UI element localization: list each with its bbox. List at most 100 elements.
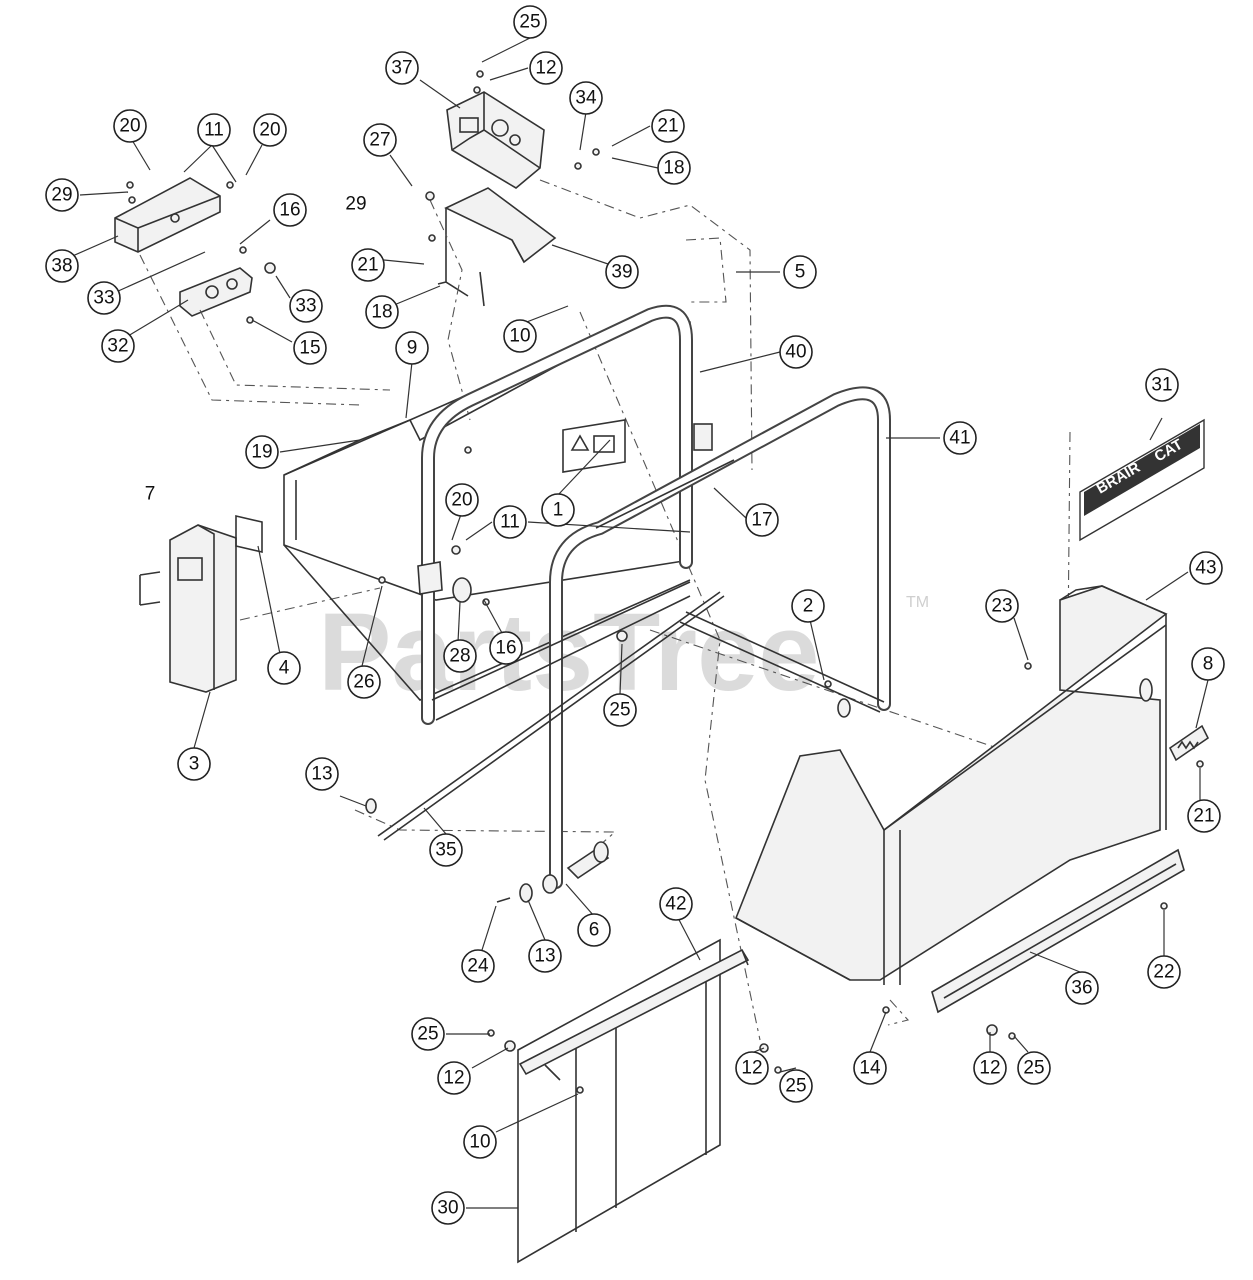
bushing-6 [542, 841, 610, 894]
svg-text:41: 41 [949, 428, 970, 449]
svg-text:18: 18 [371, 302, 392, 323]
callout-8: 8 [1191, 647, 1225, 681]
svg-text:20: 20 [259, 120, 280, 141]
callout-42: 42 [659, 887, 693, 921]
callout-31: 31 [1145, 368, 1179, 402]
hinge-bracket [693, 423, 713, 451]
svg-text:12: 12 [535, 58, 556, 79]
spacer-28 [452, 577, 472, 603]
callout-10: 10 [503, 319, 537, 353]
svg-text:11: 11 [500, 512, 520, 533]
handle-tube-41 [549, 386, 891, 889]
handle-tube-40 [421, 304, 693, 725]
assembly-path-32 [199, 309, 391, 391]
callout-34: 34 [569, 81, 603, 115]
callout-40: 40 [779, 335, 813, 369]
svg-text:20: 20 [451, 490, 472, 511]
mounting-plate-39 [444, 187, 557, 264]
assembly-path-14 [887, 999, 910, 1026]
bracket-18 [437, 208, 469, 297]
svg-text:28: 28 [449, 646, 470, 667]
assembly-path-33 [139, 254, 361, 406]
callout-16: 16 [489, 631, 523, 665]
actuator-32 [179, 267, 253, 317]
svg-text:21: 21 [657, 116, 678, 137]
callout-25: 25 [513, 5, 547, 39]
hinge-bracket-left [417, 561, 443, 595]
svg-text:14: 14 [859, 1058, 881, 1079]
callout-16: 16 [273, 193, 307, 227]
svg-text:12: 12 [443, 1068, 464, 1089]
svg-text:22: 22 [1153, 962, 1174, 983]
svg-text:6: 6 [589, 920, 600, 941]
svg-text:13: 13 [311, 764, 332, 785]
callout-15: 15 [293, 331, 327, 365]
lens-7 [139, 571, 161, 606]
callout-25: 25 [603, 693, 637, 727]
assembly-path-5b [685, 237, 727, 303]
callout-35: 35 [429, 833, 463, 867]
svg-text:25: 25 [609, 700, 630, 721]
callout-14: 14 [853, 1051, 887, 1085]
svg-text:40: 40 [785, 342, 806, 363]
callout-6: 6 [577, 913, 611, 947]
callout-13: 13 [305, 757, 339, 791]
callout-26: 26 [347, 665, 381, 699]
svg-text:25: 25 [785, 1076, 806, 1097]
svg-text:9: 9 [407, 338, 418, 359]
svg-text:19: 19 [251, 442, 272, 463]
callout-43: 43 [1189, 551, 1223, 585]
callout-18: 18 [365, 295, 399, 329]
callout-41: 41 [943, 421, 977, 455]
flap-bracket-42 [518, 948, 750, 1081]
callout-38: 38 [45, 249, 79, 283]
svg-text:30: 30 [437, 1198, 458, 1219]
svg-text:3: 3 [189, 754, 200, 775]
svg-text:37: 37 [391, 58, 412, 79]
callout-19: 19 [245, 435, 279, 469]
label-7: 7 [145, 484, 156, 505]
rod-end [837, 698, 851, 718]
hopper-43 [734, 585, 1168, 985]
svg-text:18: 18 [663, 158, 684, 179]
svg-text:1: 1 [553, 500, 564, 521]
svg-text:11: 11 [204, 120, 224, 141]
svg-text:25: 25 [417, 1024, 438, 1045]
svg-text:10: 10 [469, 1132, 490, 1153]
svg-text:32: 32 [107, 336, 128, 357]
warning-decal-1 [562, 419, 626, 473]
callout-29: 29 [45, 178, 79, 212]
callout-21: 21 [1187, 799, 1221, 833]
callout-13: 13 [528, 939, 562, 973]
callout-33: 33 [87, 281, 121, 315]
svg-text:13: 13 [534, 946, 555, 967]
watermark-trademark: TM [906, 594, 929, 611]
callout-21: 21 [651, 109, 685, 143]
svg-text:21: 21 [357, 255, 378, 276]
callout-30: 30 [431, 1191, 465, 1225]
svg-text:5: 5 [795, 262, 806, 283]
callout-36: 36 [1065, 971, 1099, 1005]
pin-24 [496, 897, 511, 903]
svg-text:39: 39 [611, 262, 632, 283]
svg-text:24: 24 [467, 956, 489, 977]
svg-text:42: 42 [665, 894, 686, 915]
assembly-path-10 [579, 311, 761, 1041]
svg-text:26: 26 [353, 672, 374, 693]
callout-4: 4 [267, 651, 301, 685]
callout-39: 39 [605, 255, 639, 289]
callout-20: 20 [445, 483, 479, 517]
label-29: 29 [345, 194, 366, 215]
gasket-4 [235, 514, 263, 554]
svg-text:12: 12 [979, 1058, 1000, 1079]
actuator-bracket-38 [114, 177, 221, 253]
svg-text:16: 16 [279, 200, 300, 221]
assembly-path-5 [539, 179, 753, 471]
svg-text:10: 10 [509, 326, 530, 347]
callout-25: 25 [779, 1069, 813, 1103]
callout-32: 32 [101, 329, 135, 363]
callout-23: 23 [985, 589, 1019, 623]
svg-text:4: 4 [279, 658, 290, 679]
svg-text:38: 38 [51, 256, 72, 277]
callout-33: 33 [289, 289, 323, 323]
